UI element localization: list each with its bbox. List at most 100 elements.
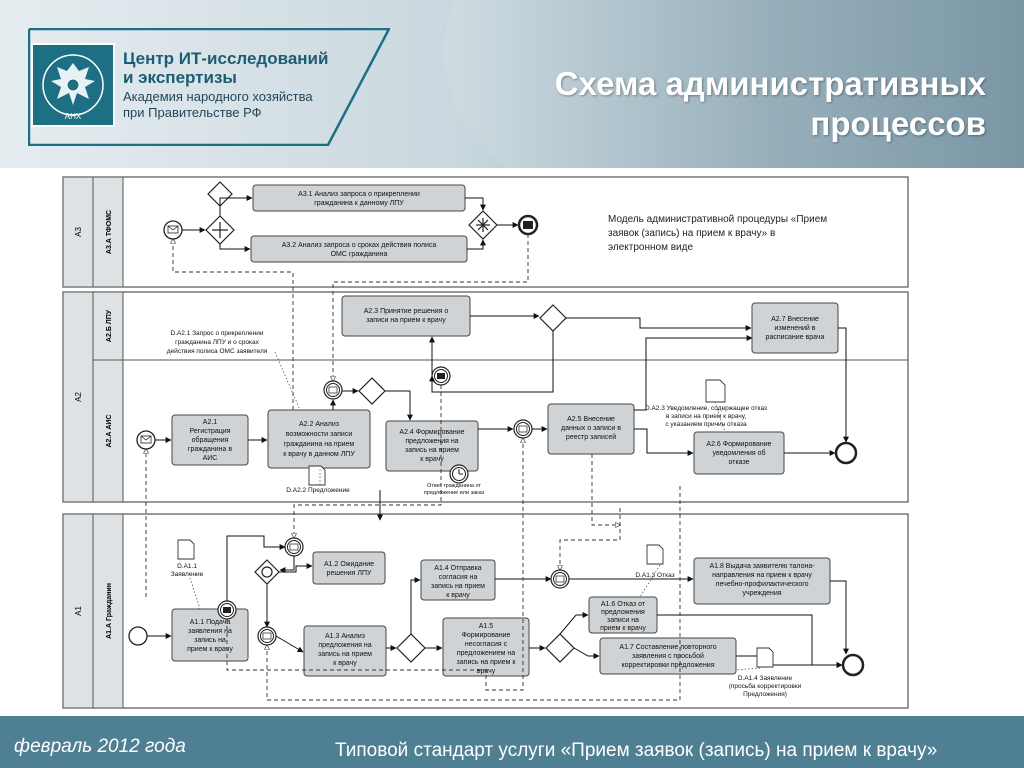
a18-line-4: учреждения (742, 590, 781, 597)
da23-line-3: с указанием причин отказа (665, 421, 747, 428)
pool-a1-label: А1 (74, 606, 83, 616)
a24-line-2: предложения на (405, 438, 458, 445)
a16-line-2: предложения (601, 609, 645, 616)
a11-line-4: прием к врачу (187, 646, 233, 653)
task-a12 (312, 551, 386, 585)
a13-line-2: предложения на (318, 642, 371, 649)
da11-line-1: D.А1.1 (177, 563, 197, 570)
footer-date: февраль 2012 года (14, 736, 186, 757)
a23-line-2: записи на прием к врачу (366, 317, 446, 324)
doc-da14-icon (756, 647, 774, 668)
da14-line-1: D.А1.4 Заявление (738, 675, 793, 682)
a3-message-start-icon (163, 220, 183, 240)
model-note-line-2: заявок (запись) на прием к врачу» в (608, 228, 775, 239)
org-line-2: и экспертизы (123, 68, 237, 87)
eagle-emblem-icon: АНХ (42, 54, 104, 121)
task-a11 (171, 608, 249, 662)
task-a22 (267, 409, 371, 469)
a11-line-2: заявления на (188, 628, 232, 635)
a1-gateway-1-icon (396, 633, 426, 663)
a25-line-3: реестр записей (566, 433, 616, 441)
a21-line-3: обращения (192, 436, 229, 444)
a1-start-event-icon (128, 626, 148, 646)
a32-line-2: ОМС гражданина (331, 251, 388, 258)
title-line-1: Схема административных (554, 65, 986, 102)
data-objects (177, 379, 774, 668)
a15-line-5: запись на прием к (457, 659, 517, 666)
a18-line-1: А1.8 Выдача заявителю талона- (709, 563, 815, 570)
a1-message-throw-icon (217, 600, 237, 620)
pool-a3-label: А3 (74, 227, 83, 237)
a2-end-event-icon (834, 441, 858, 465)
bpmn-diagram: А3 А3.А ТФОМС А2 А2.Б ЛПУ А2.А АИС А1 А1… (62, 176, 909, 709)
task-a23 (341, 295, 471, 337)
a27-line-1: А2.7 Внесение (771, 316, 819, 323)
a21-line-2: Регистрация (190, 428, 231, 435)
gateways (205, 181, 575, 663)
da11-line-2: Заявление (171, 571, 204, 578)
doc-da23-icon (705, 379, 726, 403)
a16-line-4: прием к врачу (600, 625, 646, 632)
lane-a2b-label: А2.Б ЛПУ (106, 309, 113, 342)
timer-line-2: предложение или заказ (424, 490, 485, 496)
da21-line-1: D.А2.1 Запрос о прикреплении (170, 330, 263, 337)
associations (189, 351, 761, 671)
a15-line-4: предложением на (457, 650, 515, 657)
a25-line-2: данных о записи в (561, 425, 621, 432)
da21-line-2: гражданина ЛПУ и о сроках (175, 339, 259, 346)
a1-message-catch-icon (284, 537, 304, 557)
academy-emblem: АНХ (31, 43, 115, 127)
da23-line-2: в записи на прием к врачу, (666, 413, 747, 420)
doc-da22-icon (308, 465, 326, 486)
task-a31 (252, 184, 466, 212)
a18-line-3: лечебно-профилактического (715, 580, 808, 588)
footer-standard: Типовой стандарт услуги «Прием заявок (з… (335, 740, 938, 761)
a14-line-1: А1.4 Отправка (434, 565, 482, 572)
header-decoration (444, 0, 1024, 168)
timer-line-1: Ответ гражданина от (427, 483, 481, 489)
a17-line-1: А1.7 Составление повторного (619, 644, 716, 651)
a18-line-2: направления на прием к врачу (712, 572, 812, 579)
sequence-flows (147, 195, 849, 668)
a22-line-4: к врачу в данном ЛПУ (283, 451, 355, 458)
a2-gateway-1-icon (358, 377, 386, 405)
task-a32 (250, 235, 468, 263)
a22-line-3: гражданина на прием (284, 441, 355, 448)
lane-a2a-label: А2.А АИС (106, 414, 113, 447)
da13-label: D.А1.3 Отказ (635, 572, 674, 579)
task-a24 (385, 420, 479, 472)
a24-line-3: запись на прием (405, 447, 459, 454)
a1-message-catch-3-icon (550, 569, 570, 589)
model-note-line-1: Модель административной процедуры «Прием (608, 214, 827, 225)
a21-line-5: АИС (203, 455, 218, 462)
da22-label: D.А2.2 Предложение (286, 487, 350, 494)
a14-line-2: согласия на (439, 574, 478, 581)
slide-footer: февраль 2012 года Типовой стандарт услуг… (0, 716, 1024, 768)
a22-line-2: возможности записи (286, 431, 353, 438)
a24-line-4: к врачу (420, 456, 444, 463)
a26-line-1: А2.6 Формирование (706, 441, 771, 448)
a17-line-2: заявления с просьбой (632, 652, 704, 660)
task-a13 (303, 625, 387, 677)
a13-line-1: А1.3 Анализ (325, 633, 365, 640)
doc-da13-icon (646, 544, 664, 565)
a21-line-4: гражданина в (188, 446, 232, 453)
a1-end-event-icon (841, 653, 865, 677)
logo-text: АНХ (65, 112, 82, 121)
a3-complex-join-gateway-icon (468, 210, 498, 240)
a12-line-2: решения ЛПУ (327, 570, 372, 577)
a2-timer-event-icon (449, 464, 469, 484)
org-line-3: Академия народного хозяйства (123, 89, 313, 104)
task-boxes (171, 184, 839, 677)
a31-line-1: А3.1 Анализ запроса о прикреплении (298, 191, 420, 198)
a13-line-3: запись на прием (318, 651, 372, 658)
a23-line-1: А2.3 Принятие решения о (364, 308, 449, 315)
a14-line-4: к врачу (446, 592, 470, 599)
a13-line-4: к врачу (333, 660, 357, 667)
slide-title: Схема административных процессов (426, 64, 986, 144)
da14-line-3: Предложения) (743, 691, 787, 698)
org-line-4: при Правительстве РФ (123, 105, 262, 120)
a25-line-1: А2.5 Внесение (567, 416, 615, 423)
a11-line-1: А1.1 Подача (190, 619, 231, 626)
doc-da11-icon (177, 539, 195, 560)
